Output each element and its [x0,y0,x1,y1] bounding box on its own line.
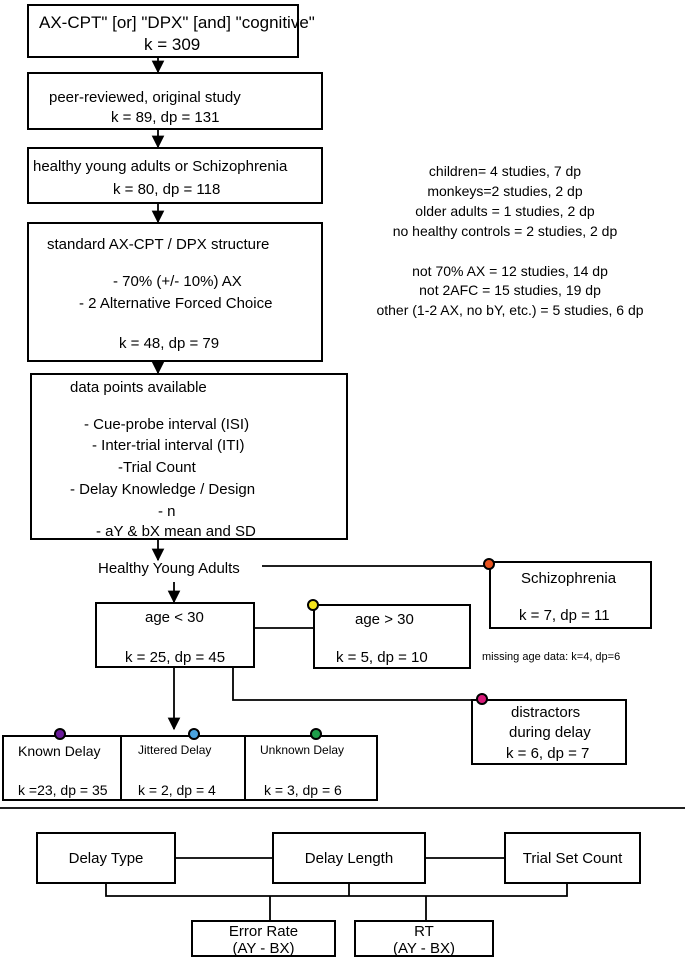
rt-box: RT (AY - BX) [354,920,494,957]
healthy-young-adults-label: Healthy Young Adults [98,560,240,577]
rt-sub: (AY - BX) [393,940,455,957]
unknown-delay-count: k = 3, dp = 6 [264,782,342,798]
jittered-delay-marker-dot [188,728,200,740]
peer-review-count: k = 89, dp = 131 [111,109,220,126]
standard-structure-box: standard AX-CPT / DPX structure - 70% (+… [27,222,323,362]
unknown-delay-marker-dot [310,728,322,740]
exclusion-item: children= 4 studies, 7 dp [428,163,582,179]
exclusion-item: no healthy controls = 2 studies, 2 dp [392,223,618,239]
known-delay-box: Known Delay k =23, dp = 35 [2,735,122,801]
data-points-title: data points available [70,379,207,396]
age-under-30-count: k = 25, dp = 45 [125,649,226,666]
healthy-adults-label: healthy young adults or Schizophrenia [33,158,288,175]
trial-set-count-label: Trial Set Count [522,850,623,867]
standard-structure-ax: - 70% (+/- 10%) AX [113,273,242,290]
standard-structure-label: standard AX-CPT / DPX structure [47,236,270,253]
data-point-item: - Cue-probe interval (ISI) [84,416,250,433]
peer-review-box: peer-reviewed, original study k = 89, dp… [27,72,323,130]
exclusion-item: monkeys=2 studies, 2 dp [427,183,583,199]
known-delay-count: k =23, dp = 35 [18,782,108,798]
trial-set-count-box: Trial Set Count [504,832,641,884]
jittered-delay-count: k = 2, dp = 4 [138,782,216,798]
line-agelt-to-distractors [232,668,471,701]
search-box: AX-CPT" [or] "DPX" [and] "cognitive" k =… [27,4,315,58]
age-over-30-count: k = 5, dp = 10 [336,649,428,666]
search-query: AX-CPT" [or] "DPX" [and] "cognitive" [39,13,315,32]
distractors-marker-dot [476,693,488,705]
jittered-delay-title: Jittered Delay [138,743,212,757]
data-points-box: data points available - Cue-probe interv… [30,373,348,540]
schizophrenia-marker-dot [483,558,495,570]
data-point-item: - n [158,503,176,520]
unknown-delay-title: Unknown Delay [260,743,345,757]
data-point-item: -Trial Count [118,459,196,476]
distractors-box: distractors during delay k = 6, dp = 7 [471,699,627,765]
exclusion-item: other (1-2 AX, no bY, etc.) = 5 studies,… [376,302,644,318]
standard-structure-count: k = 48, dp = 79 [119,335,220,352]
schizophrenia-title: Schizophrenia [521,570,617,587]
jittered-delay-box: Jittered Delay k = 2, dp = 4 [120,735,246,801]
standard-structure-2afc: - 2 Alternative Forced Choice [79,295,273,312]
known-delay-marker-dot [54,728,66,740]
distractors-count: k = 6, dp = 7 [506,745,590,762]
delay-length-label: Delay Length [304,850,394,867]
exclusion-item: not 2AFC = 15 studies, 19 dp [419,282,601,298]
age-over-30-box: age > 30 k = 5, dp = 10 [313,604,471,669]
schizophrenia-count: k = 7, dp = 11 [519,607,610,624]
exclusion-item: older adults = 1 studies, 2 dp [415,203,595,219]
distractors-line1: distractors [511,704,581,721]
data-point-item: - Delay Knowledge / Design [70,481,256,498]
line-model-bottom [105,884,568,897]
age-under-30-box: age < 30 k = 25, dp = 45 [95,602,255,668]
unknown-delay-box: Unknown Delay k = 3, dp = 6 [244,735,378,801]
delay-length-box: Delay Length [272,832,426,884]
delay-type-label: Delay Type [68,850,144,867]
age-over-30-title: age > 30 [355,611,414,628]
error-rate-sub: (AY - BX) [232,940,295,957]
error-rate-label: Error Rate [228,923,299,940]
schizophrenia-box: Schizophrenia k = 7, dp = 11 [489,561,652,629]
error-rate-box: Error Rate (AY - BX) [191,920,336,957]
peer-review-label: peer-reviewed, original study [49,89,241,106]
rt-label: RT [414,923,434,940]
delay-type-box: Delay Type [36,832,176,884]
distractors-line2: during delay [509,724,591,741]
data-point-item: - aY & bX mean and SD [96,523,256,540]
healthy-adults-box: healthy young adults or Schizophrenia k … [27,147,323,204]
age-under-30-title: age < 30 [145,609,204,626]
healthy-adults-count: k = 80, dp = 118 [113,181,221,198]
known-delay-title: Known Delay [18,743,101,759]
exclusion-item: not 70% AX = 12 studies, 14 dp [412,263,608,279]
age-over-30-marker-dot [307,599,319,611]
search-count: k = 309 [144,35,201,54]
missing-age-note: missing age data: k=4, dp=6 [482,651,621,663]
data-point-item: - Inter-trial interval (ITI) [92,437,245,454]
